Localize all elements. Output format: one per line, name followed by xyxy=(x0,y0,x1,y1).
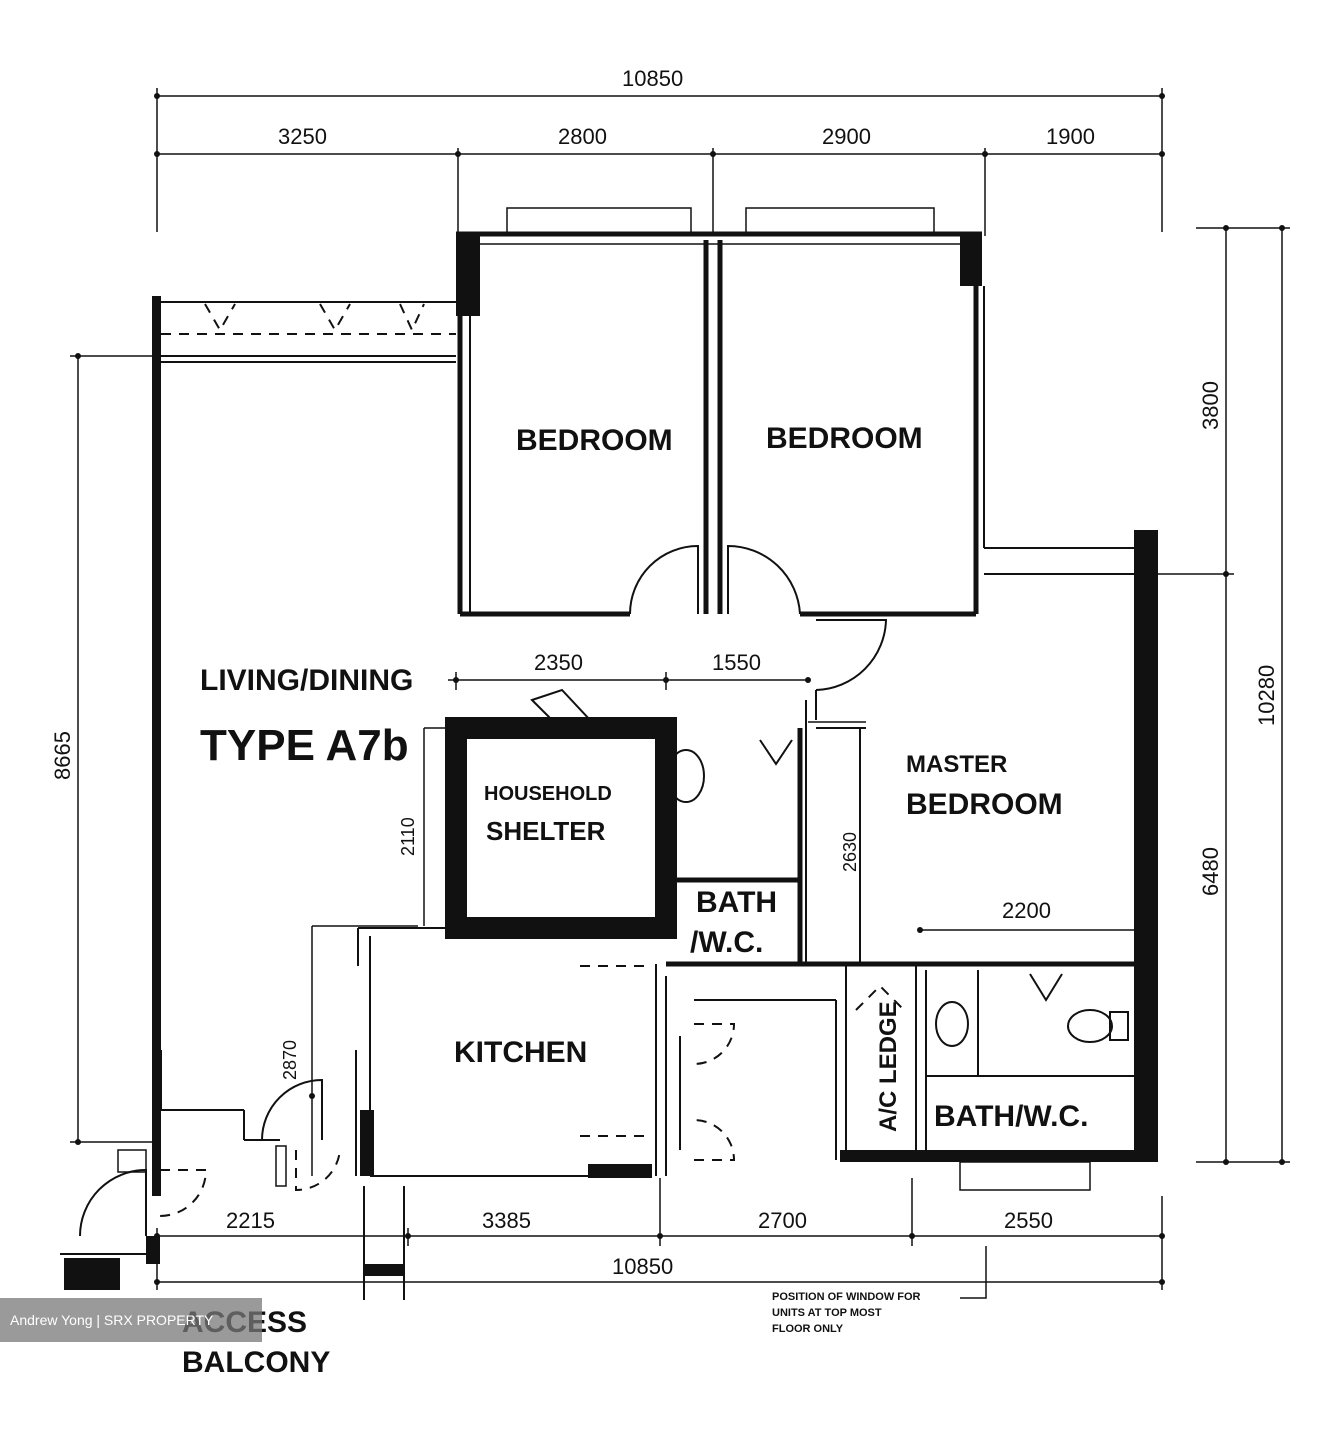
room-label-household-line2: SHELTER xyxy=(486,816,606,846)
dim-inner-5: 2110 xyxy=(398,817,418,856)
right-dimension-lines xyxy=(1158,225,1290,1165)
top-dimension-lines xyxy=(154,88,1165,236)
dim-inner-4: 2870 xyxy=(280,1040,300,1080)
dim-top-3: 2900 xyxy=(822,124,871,149)
room-label-ac-ledge: A/C LEDGE xyxy=(875,1001,902,1132)
dim-top-4: 1900 xyxy=(1046,124,1095,149)
room-label-bath-2: BATH/W.C. xyxy=(934,1100,1088,1133)
dim-top-2: 2800 xyxy=(558,124,607,149)
dim-bottom-3: 2700 xyxy=(758,1208,807,1233)
plan-type-label: TYPE A7b xyxy=(200,721,409,770)
dim-bottom-1: 2215 xyxy=(226,1208,275,1233)
dim-bottom-2: 3385 xyxy=(482,1208,531,1233)
room-label-master-line2: BEDROOM xyxy=(906,788,1063,821)
dim-top-1: 3250 xyxy=(278,124,327,149)
left-dimension-lines xyxy=(70,353,156,1145)
dim-right-total: 10280 xyxy=(1254,665,1279,726)
window-note-line2: UNITS AT TOP MOST xyxy=(772,1307,882,1319)
window-note-line1: POSITION OF WINDOW FOR xyxy=(772,1291,921,1303)
dim-bottom-total: 10850 xyxy=(612,1254,673,1279)
bottom-dimension-lines xyxy=(154,1178,1165,1290)
room-label-master-line1: MASTER xyxy=(906,751,1007,778)
dim-bottom-4: 2550 xyxy=(1004,1208,1053,1233)
room-label-access-line2: BALCONY xyxy=(182,1346,330,1379)
room-label-living: LIVING/DINING xyxy=(200,664,413,697)
entrance-area xyxy=(60,1050,405,1300)
kitchen-area xyxy=(309,925,837,1178)
room-label-bedroom-2: BEDROOM xyxy=(766,422,923,455)
dim-top-total: 10850 xyxy=(622,66,683,91)
room-label-bedroom-1: BEDROOM xyxy=(516,424,673,457)
dim-right-2: 6480 xyxy=(1198,847,1223,896)
dim-inner-2: 1550 xyxy=(712,650,761,675)
dim-inner-3: 2200 xyxy=(1002,898,1051,923)
dim-left-total: 8665 xyxy=(50,731,75,780)
room-label-kitchen: KITCHEN xyxy=(454,1036,587,1069)
room-label-bath-1-line2: /W.C. xyxy=(690,926,763,959)
dim-inner-6: 2630 xyxy=(840,832,860,872)
room-label-household-line1: HOUSEHOLD xyxy=(484,783,612,805)
outer-walls xyxy=(152,207,1158,1196)
dim-right-1: 3800 xyxy=(1198,381,1223,430)
watermark-banner: Andrew Yong | SRX PROPERTY xyxy=(0,1298,262,1342)
dim-inner-1: 2350 xyxy=(534,650,583,675)
room-label-bath-1-line1: BATH xyxy=(696,886,777,919)
window-note-line3: FLOOR ONLY xyxy=(772,1323,844,1335)
master-area xyxy=(840,927,1134,1299)
